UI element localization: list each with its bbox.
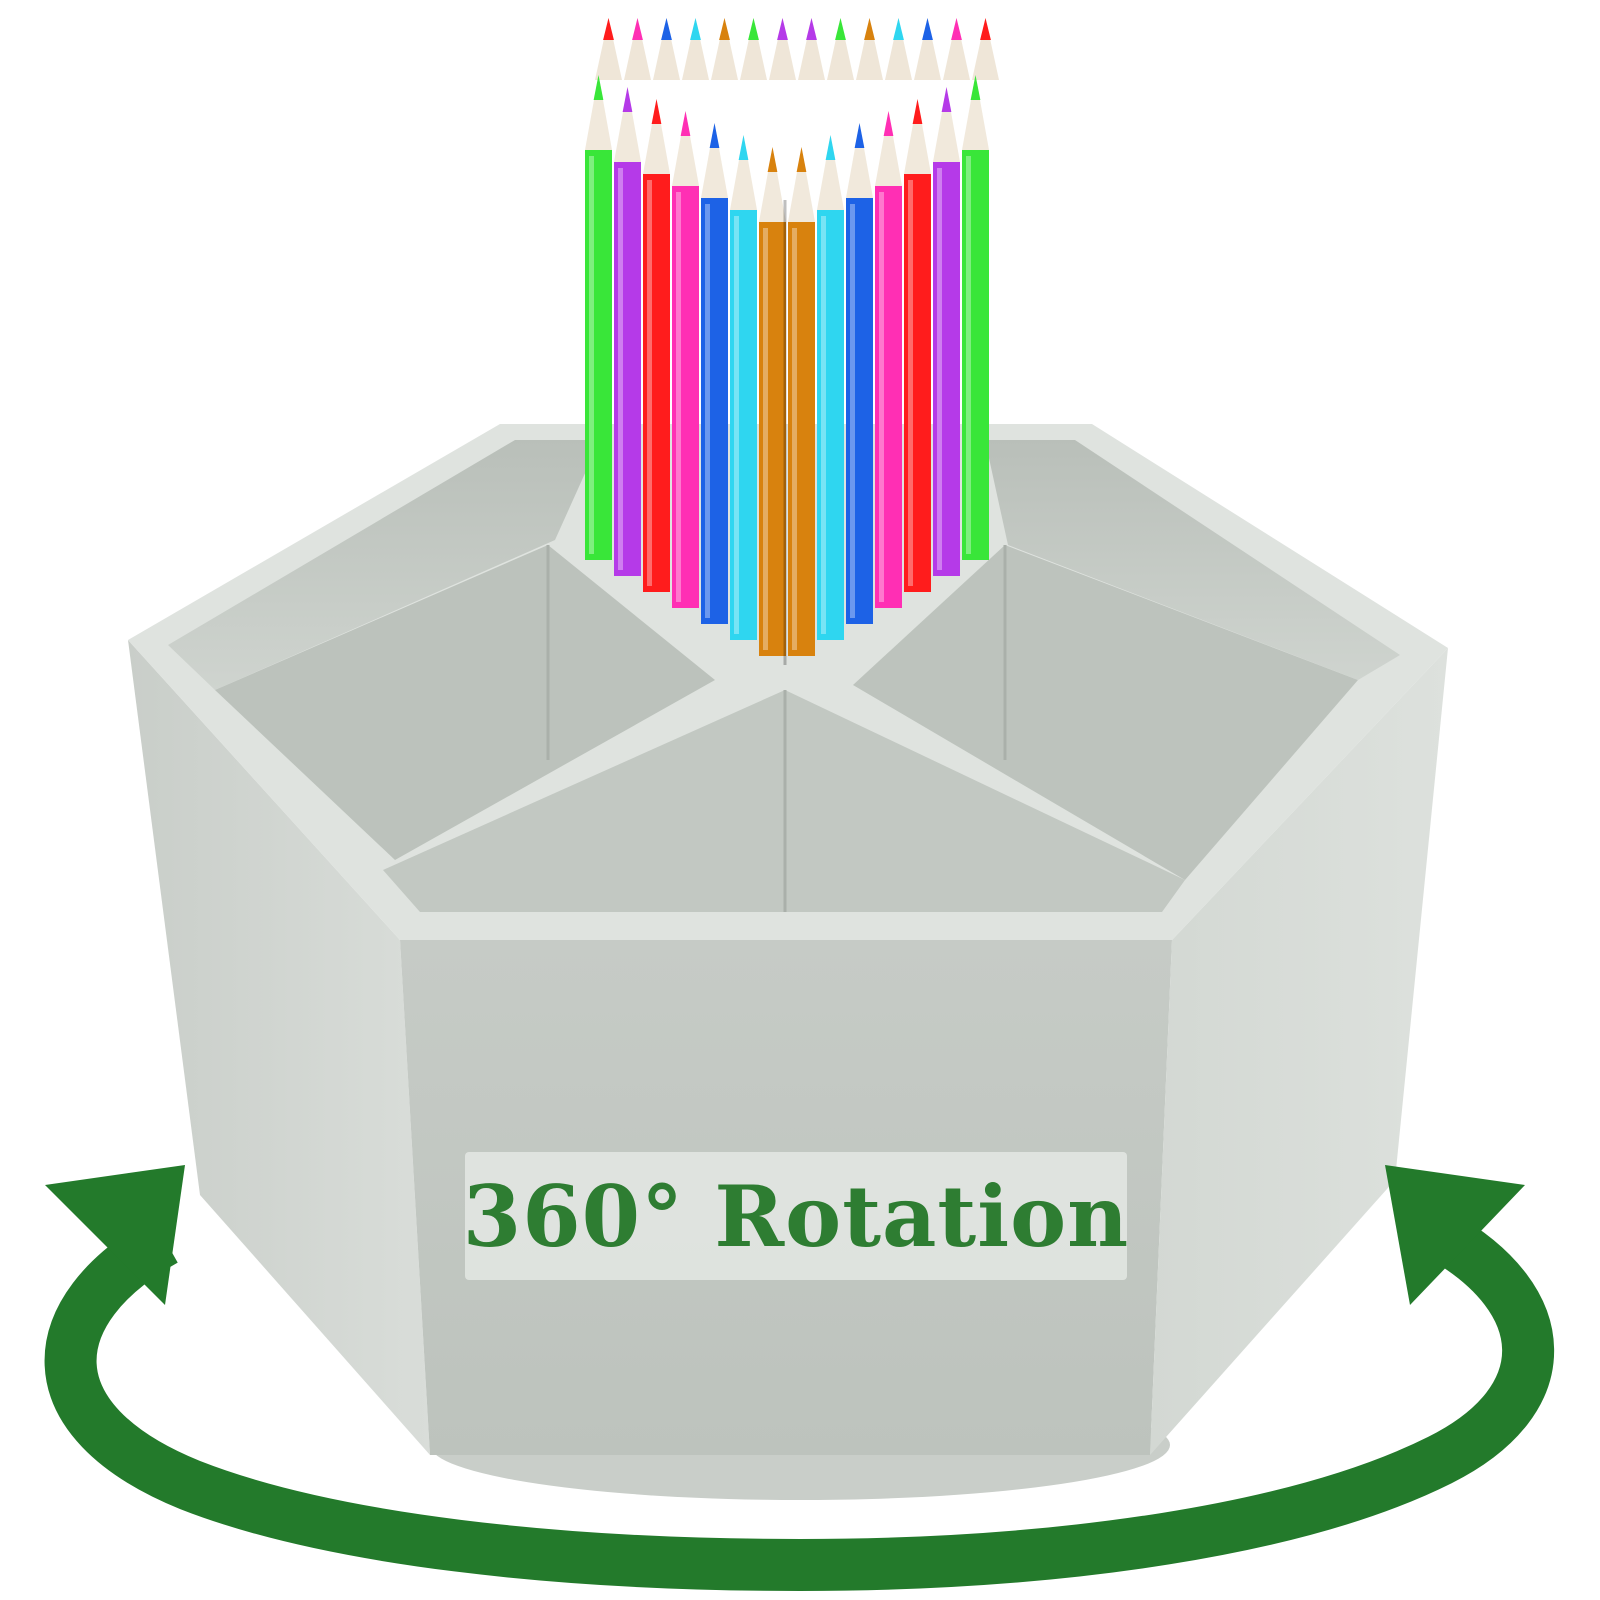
pencil-tip	[730, 135, 757, 210]
pencil-tip	[856, 18, 883, 80]
pencil-body	[585, 150, 612, 560]
pencil-lead	[912, 99, 923, 124]
pencil-shine	[763, 228, 768, 650]
rotation-label: 360° Rotation	[462, 1166, 1130, 1266]
pencil-tip	[711, 18, 738, 80]
organizer-left-face	[128, 640, 430, 1455]
pencil-lead	[622, 87, 633, 112]
pencil-body	[730, 210, 757, 640]
pencil-tip	[643, 99, 670, 174]
pencil-body	[672, 186, 699, 608]
pencil-body	[962, 150, 989, 560]
pencil-lead	[941, 87, 952, 112]
pencil-lead	[593, 75, 604, 100]
pencil-body	[759, 222, 786, 656]
rotation-label-box: 360° Rotation	[462, 1152, 1130, 1280]
pencil-shine	[850, 204, 855, 618]
pencil-lead	[767, 147, 778, 172]
rotation-arrow-right-arc	[799, 1212, 1555, 1591]
pencil-tip	[653, 18, 680, 80]
rotation-arrow-right-head	[1385, 1165, 1525, 1305]
pencil-shine	[908, 180, 913, 586]
pencil-tip	[585, 75, 612, 150]
pencil-tip	[740, 18, 767, 80]
pencil-tip	[769, 18, 796, 80]
pencil-lead	[603, 18, 614, 40]
pencil-body	[846, 198, 873, 624]
pencil-body	[904, 174, 931, 592]
pencil-lead	[854, 123, 865, 148]
pencil-tip	[624, 18, 651, 80]
pencil-lead	[709, 123, 720, 148]
pencil-lead	[922, 18, 933, 40]
colored-pencils	[585, 18, 999, 665]
pencil-tip	[788, 147, 815, 222]
pencil-lead	[980, 18, 991, 40]
pencil-tip	[595, 18, 622, 80]
compartment-back-left	[168, 440, 600, 690]
pencil-tip	[701, 123, 728, 198]
pencil-shine	[589, 156, 594, 554]
pencil-lead	[893, 18, 904, 40]
compartment-left	[215, 545, 715, 860]
pencil-shine	[734, 216, 739, 634]
pencil-tip	[885, 18, 912, 80]
pencil-lead	[632, 18, 643, 40]
pencil-shine	[879, 192, 884, 602]
pencil-lead	[951, 18, 962, 40]
pencil-lead	[825, 135, 836, 160]
pencil-shine	[966, 156, 971, 554]
compartment-right	[853, 545, 1358, 880]
pencil-lead	[970, 75, 981, 100]
pencil-lead	[864, 18, 875, 40]
pencil-lead	[690, 18, 701, 40]
pencil-tip	[875, 111, 902, 186]
pencil-tip	[614, 87, 641, 162]
pencil-tip	[827, 18, 854, 80]
pencil-tip	[682, 18, 709, 80]
pencil-tip	[972, 18, 999, 80]
pencil-lead	[661, 18, 672, 40]
pencil-lead	[719, 18, 730, 40]
pencil-tip	[759, 147, 786, 222]
pencil-body	[701, 198, 728, 624]
pencil-lead	[680, 111, 691, 136]
pencil-tip	[798, 18, 825, 80]
compartment-back-right	[985, 440, 1400, 680]
pencil-shine	[937, 168, 942, 570]
pencil-body	[875, 186, 902, 608]
pencil-lead	[777, 18, 788, 40]
pencil-body	[817, 210, 844, 640]
pencil-tip	[962, 75, 989, 150]
pencil-lead	[806, 18, 817, 40]
pencil-body	[788, 222, 815, 656]
pencil-tip	[904, 99, 931, 174]
rotation-arrow-left-arc	[44, 1217, 801, 1591]
pencil-lead	[651, 99, 662, 124]
pencil-tip	[672, 111, 699, 186]
pencil-lead	[883, 111, 894, 136]
pencil-shine	[792, 228, 797, 650]
pencil-body	[643, 174, 670, 592]
pencil-lead	[835, 18, 846, 40]
pencil-tip	[914, 18, 941, 80]
pencil-tip	[846, 123, 873, 198]
pencil-lead	[796, 147, 807, 172]
pencil-lead	[738, 135, 749, 160]
pencil-lead	[748, 18, 759, 40]
rotation-arrow-left-head	[45, 1165, 185, 1305]
pencil-tip	[943, 18, 970, 80]
pencil-shine	[647, 180, 652, 586]
organizer-right-face	[1150, 648, 1448, 1455]
pencil-tip	[817, 135, 844, 210]
organizer	[128, 424, 1448, 1455]
pencil-shine	[676, 192, 681, 602]
pencil-shine	[618, 168, 623, 570]
pencil-body	[933, 162, 960, 576]
pencil-body	[614, 162, 641, 576]
pencil-tip	[933, 87, 960, 162]
pencil-shine	[821, 216, 826, 634]
pencil-shine	[705, 204, 710, 618]
